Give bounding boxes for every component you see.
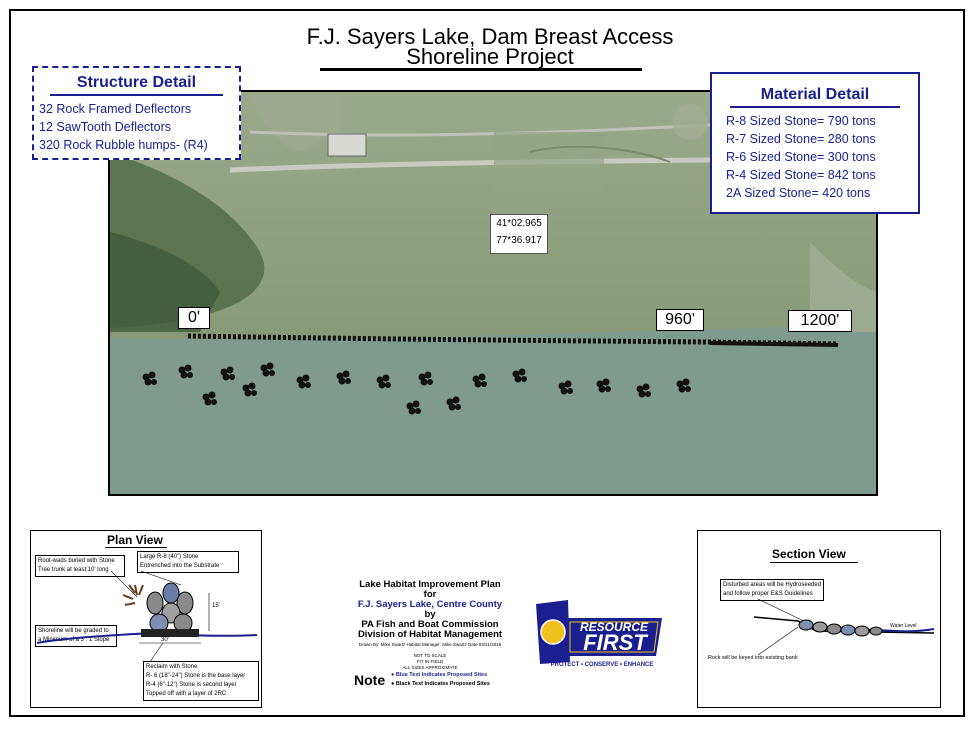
- note-lines: ● Blue Text Indicates Proposed Sites ● B…: [391, 671, 490, 689]
- resource-first-logo: RESOURCE FIRST PROTECT • CONSERVE • ENHA…: [532, 598, 666, 670]
- bullet-icon: ●: [391, 672, 396, 678]
- rock-keyed-label: Rock will be keyed into existing bank: [708, 655, 798, 661]
- material-detail-underline: [730, 106, 900, 108]
- note-label: Note: [354, 672, 386, 688]
- keystone-icon: [536, 600, 662, 664]
- dimension-height: 15': [212, 603, 220, 609]
- note-disturbed-line2: and follow proper E&S Guidelines: [723, 591, 813, 597]
- reclaim-line: R-4 (6"-12") Stone is second layer: [146, 682, 237, 688]
- plan-division: Division of Habitat Management: [357, 629, 503, 640]
- note-large-line1: Large R-8 (40") Stone: [140, 554, 199, 560]
- page-title: F.J. Sayers Lake, Dam Breast Access: [306, 24, 674, 49]
- note-rootwads-line2: Tree trunk at least 10' long: [38, 567, 109, 573]
- plan-lake: F.J. Sayers Lake, Centre County: [357, 599, 503, 610]
- title-underline: [320, 68, 642, 71]
- note-reclaim: Reclaim with Stone R- 6 (18"-24") Stone …: [143, 661, 259, 701]
- structure-item: 320 Rock Rubble humps- (R4): [39, 138, 208, 152]
- distance-label-mid: 960': [656, 309, 704, 331]
- structure-item: 32 Rock Framed Deflectors: [39, 102, 192, 116]
- drawn-by: Drawn By: Mike Swartz Habitat Manager: M…: [358, 642, 502, 647]
- rootwad-icon: [122, 584, 144, 606]
- structure-detail-title: Structure Detail: [76, 74, 197, 91]
- material-item: R-7 Sized Stone= 280 tons: [726, 132, 876, 146]
- logo-resource: RESOURCE: [579, 620, 648, 634]
- plan-view-title: Plan View: [107, 533, 163, 547]
- plan-title: Lake Habitat Improvement Plan: [359, 579, 501, 590]
- distance-label-end: 1200': [788, 310, 852, 332]
- water-level-label: Water Level: [890, 623, 917, 629]
- section-view-panel: Section View Disturbed areas will be Hyd…: [697, 530, 941, 708]
- material-item: R-4 Sized Stone= 842 tons: [726, 168, 876, 182]
- page-subtitle: Shoreline Project: [406, 44, 574, 69]
- note-large-stone: Large R-8 (40") Stone Entrenched into th…: [137, 551, 239, 573]
- material-detail-title: Material Detail: [760, 86, 870, 103]
- material-item: R-8 Sized Stone= 790 tons: [726, 114, 876, 128]
- plan-agency: PA Fish and Boat Commission: [361, 619, 499, 630]
- note-blue: ● Blue Text Indicates Proposed Sites: [391, 671, 490, 680]
- rock-humps: [142, 362, 691, 415]
- logo-tagline: PROTECT • CONSERVE • ENHANCE: [550, 662, 654, 668]
- note-shore-line1: Shoreline will be graded to: [38, 628, 109, 634]
- note-shore-line2: a Minimum of a 3 : 1 Slope: [38, 637, 110, 643]
- note-large-line2: Entrenched into the Substrate: [140, 563, 220, 569]
- material-item: R-6 Sized Stone= 300 tons: [726, 150, 876, 164]
- latitude: 41*02.965: [496, 218, 542, 229]
- reclaim-line: Reclaim with Stone: [146, 664, 198, 670]
- section-view-title: Section View: [772, 547, 846, 561]
- note-disturbed: Disturbed areas will be Hydroseeded and …: [720, 579, 824, 601]
- not-to-scale: NOT TO SCALE: [413, 653, 447, 658]
- plan-for: for: [423, 589, 437, 600]
- distance-label-start: 0': [178, 307, 210, 329]
- note-disturbed-line1: Disturbed areas will be Hydroseeded: [723, 582, 822, 588]
- plan-by: by: [424, 609, 436, 620]
- plan-view-underline: [105, 547, 167, 548]
- note-blue-text: Blue Text Indicates Proposed Sites: [395, 672, 488, 678]
- note-black: ● Black Text Indicates Proposed Sites: [391, 680, 490, 689]
- dimension-width: 30': [161, 637, 169, 643]
- note-rootwads: Root-wads buried with Stone Tree trunk a…: [35, 555, 125, 577]
- building: [327, 133, 367, 157]
- plan-view-drawing: [36, 570, 258, 664]
- material-detail-box: Material Detail R-8 Sized Stone= 790 ton…: [710, 72, 920, 214]
- structure-detail-underline: [50, 94, 223, 96]
- reclaim-line: R- 6 (18"-24") Stone is the base layer: [146, 673, 246, 679]
- section-view-drawing: [753, 598, 935, 656]
- fit-in-field: FIT IN FIELD: [416, 659, 444, 664]
- deflector-line: [187, 333, 839, 347]
- section-view-underline: [770, 562, 858, 563]
- structure-detail-box: Structure Detail 32 Rock Framed Deflecto…: [32, 66, 241, 160]
- longitude: 77*36.917: [496, 235, 542, 246]
- plan-view-panel: Plan View Root-wads buried with Stone Tr…: [30, 530, 262, 708]
- sizes-approximate: ALL SIZES APPROXIMATE: [402, 665, 458, 670]
- reclaim-line: Topped off with a layer of 2RC: [146, 691, 227, 697]
- note-black-text: Black Text Indicates Proposed Sites: [395, 681, 490, 687]
- structure-item: 12 SawTooth Deflectors: [39, 120, 172, 134]
- title-block: Lake Habitat Improvement Plan for F.J. S…: [330, 580, 530, 671]
- bullet-icon: ●: [391, 681, 396, 687]
- note-rootwads-line1: Root-wads buried with Stone: [38, 558, 115, 564]
- drawing-frame: [9, 9, 965, 717]
- logo-first: FIRST: [583, 630, 647, 655]
- material-item: 2A Sized Stone= 420 tons: [726, 186, 871, 200]
- note-shoreline: Shoreline will be graded to a Minimum of…: [35, 625, 117, 647]
- coordinate-box: 41*02.965 77*36.917: [490, 214, 548, 254]
